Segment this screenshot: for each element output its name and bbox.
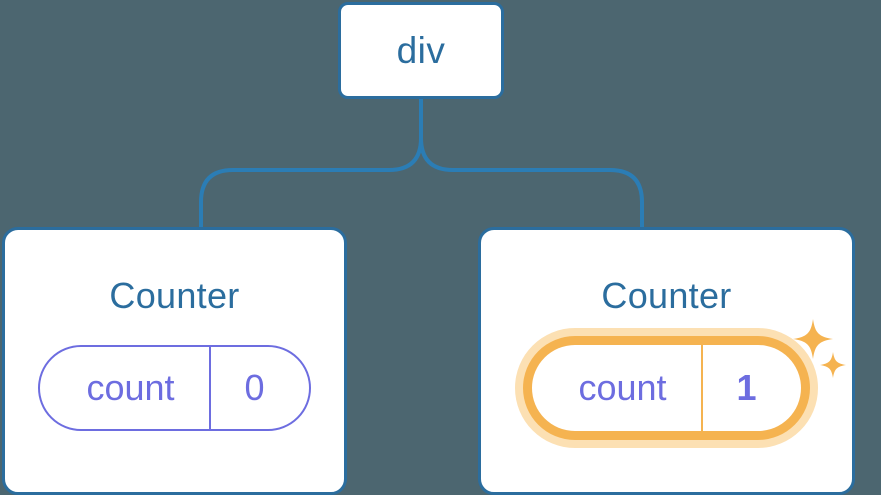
card-counter-left[interactable]: Counter count 0 [2, 227, 347, 495]
state-key-label: count [86, 367, 175, 408]
state-pill-wrapper-left: count 0 [38, 345, 311, 431]
state-key-label: count [578, 367, 667, 408]
card-title: Counter [601, 275, 732, 316]
sparkle-small-icon [819, 352, 846, 378]
state-pill-divider [208, 347, 211, 429]
node-div-label: div [396, 30, 446, 71]
connector-to-right-counter [419, 97, 644, 230]
card-title: Counter [109, 275, 240, 316]
node-div[interactable]: div [338, 2, 504, 99]
state-pill-divider [700, 345, 703, 431]
state-value-label: 1 [736, 367, 757, 408]
state-pill-count-0[interactable]: count 0 [38, 345, 311, 431]
state-value-label: 0 [244, 367, 265, 408]
state-pill-wrapper-right: count 1 [532, 319, 846, 431]
connector-to-left-counter [199, 97, 423, 230]
card-counter-right[interactable]: Counter count 1 [478, 227, 855, 495]
state-pill-count-1[interactable]: count 1 [532, 345, 801, 431]
